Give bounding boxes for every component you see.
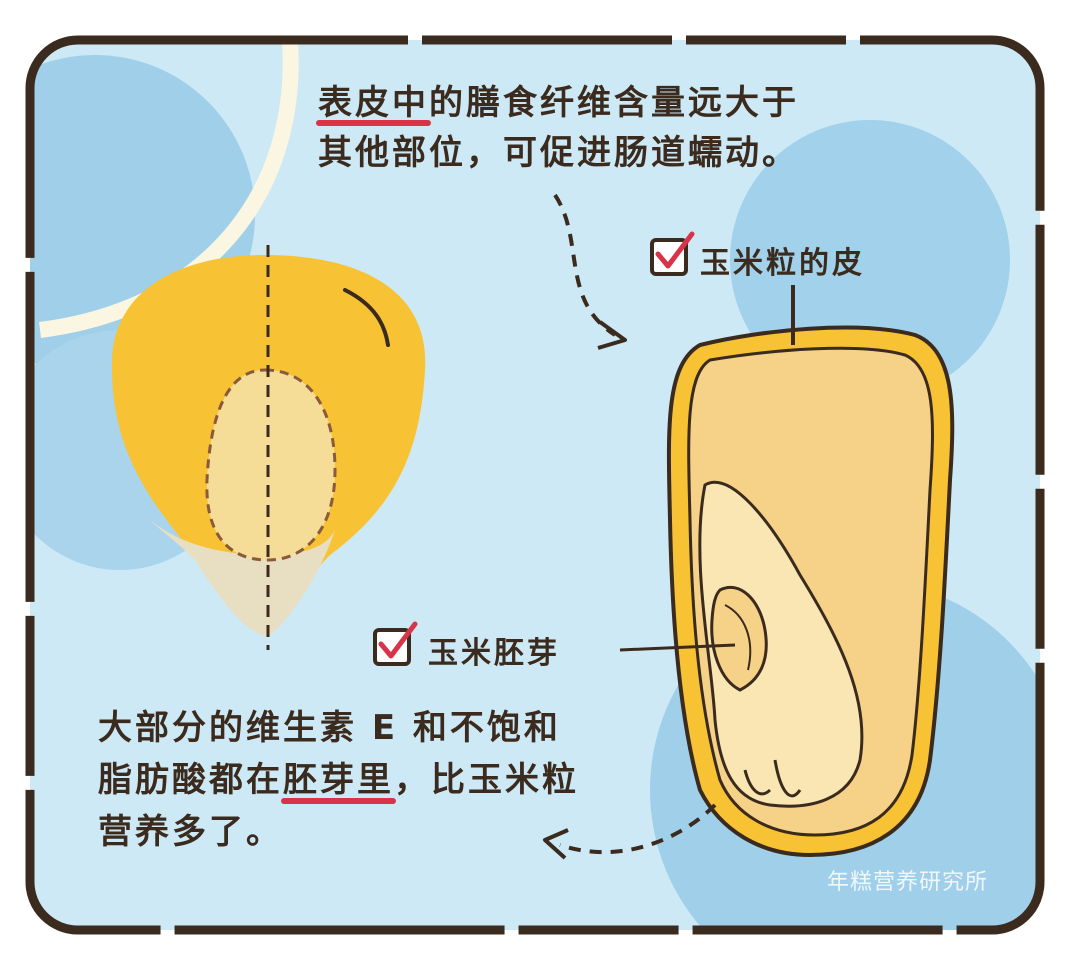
pointer-arrow-to-skin xyxy=(553,193,617,337)
fiber-note: 表皮中的膳食纤维含量远大于 其他部位，可促进肠道蠕动。 xyxy=(316,78,799,178)
corn-kernel-front-view xyxy=(111,245,426,650)
arrowhead-germ-note xyxy=(543,828,569,860)
highlight-germ: 胚芽里 xyxy=(281,754,396,806)
germ-note-line-3: 营养多了。 xyxy=(98,812,283,852)
germ-note-line-2: 脂肪酸都在胚芽里，比玉米粒 xyxy=(98,754,579,806)
checkbox-checked-icon xyxy=(373,621,418,666)
highlight-skin: 表皮中 xyxy=(316,78,431,128)
watermark: 年糕营养研究所 xyxy=(826,870,988,895)
fiber-note-line-2: 其他部位，可促进肠道蠕动。 xyxy=(318,133,799,173)
germ-note: 大部分的维生素 E 和不饱和 脂肪酸都在胚芽里，比玉米粒 营养多了。 xyxy=(98,702,579,858)
germ-note-line-1: 大部分的维生素 E 和不饱和 xyxy=(98,708,561,748)
arrowhead-skin xyxy=(597,320,627,350)
panel-frame xyxy=(25,35,1045,935)
checkbox-checked-icon xyxy=(650,231,695,276)
fiber-note-line-1: 表皮中的膳食纤维含量远大于 xyxy=(316,78,799,128)
label-kernel-skin: 玉米粒的皮 xyxy=(700,246,865,281)
fiber-note-line-1-rest: 的膳食纤维含量远大于 xyxy=(429,83,799,123)
label-corn-germ: 玉米胚芽 xyxy=(428,636,560,671)
germ-note-line-2-prefix: 脂肪酸都在 xyxy=(98,760,283,800)
germ-note-line-2-suffix: ，比玉米粒 xyxy=(394,760,579,800)
corn-kernel-cross-section xyxy=(666,285,955,858)
germ-leader-line xyxy=(619,643,736,652)
